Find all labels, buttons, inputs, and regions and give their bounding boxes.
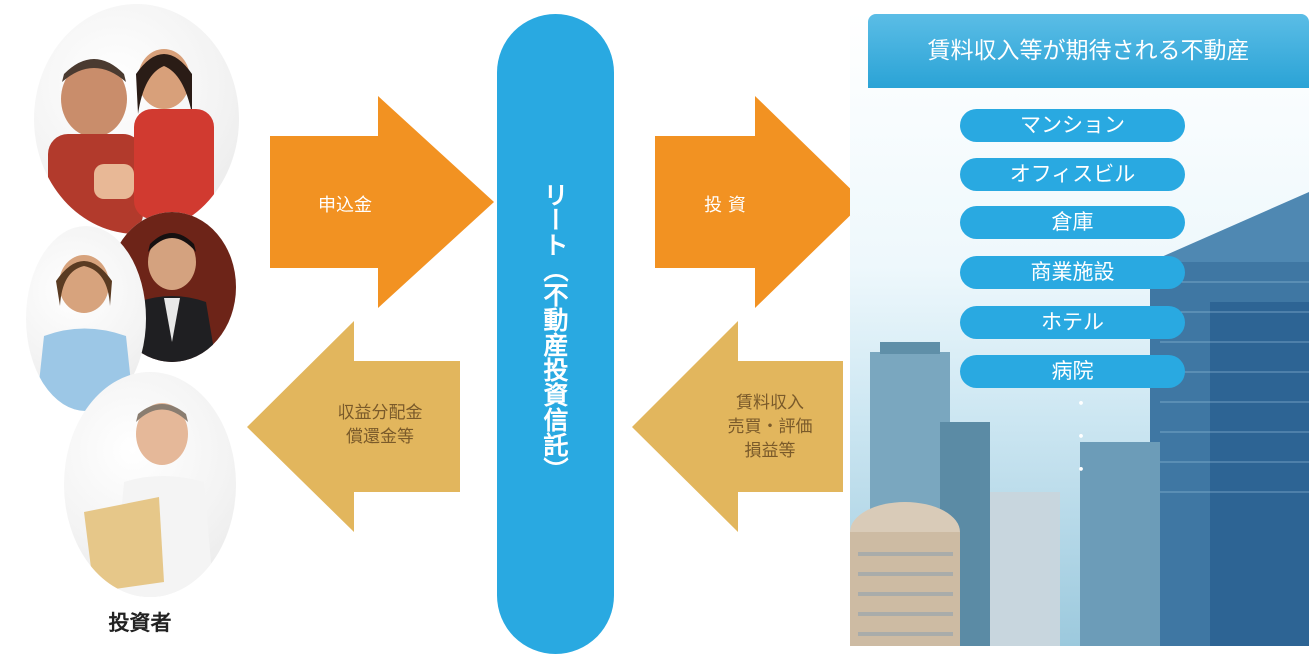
investor-photo-couple [34,4,239,234]
property-item-office: オフィスビル [960,158,1185,191]
subscription-label: 申込金 [318,195,372,216]
property-item-commercial: 商業施設 [960,256,1185,289]
reit-label: リート（不動産投資信託） [540,182,569,482]
ellipsis-dot: ・ [1072,394,1090,415]
property-panel-title: 賃料収入等が期待される不動産 [868,14,1309,88]
property-item-hotel: ホテル [960,306,1185,339]
investors-group: 投資者 [0,0,260,646]
property-item-warehouse: 倉庫 [960,206,1185,239]
investor-photo-reader [64,372,236,597]
investor-label: 投資者 [108,611,172,635]
distribution-label: 収益分配金 償還金等 [337,403,423,447]
ellipsis-dot: ・ [1072,427,1090,448]
income-label: 賃料収入 売買・評価 損益等 [727,393,813,461]
investment-arrow [655,96,864,308]
property-item-mansion: マンション [960,109,1185,142]
investment-label: 投 資 [704,195,746,216]
property-item-hospital: 病院 [960,355,1185,388]
subscription-arrow [270,96,494,308]
reit-pill [497,14,614,654]
ellipsis-dot: ・ [1072,460,1090,481]
distribution-arrow [247,321,460,532]
income-arrow [632,321,843,532]
